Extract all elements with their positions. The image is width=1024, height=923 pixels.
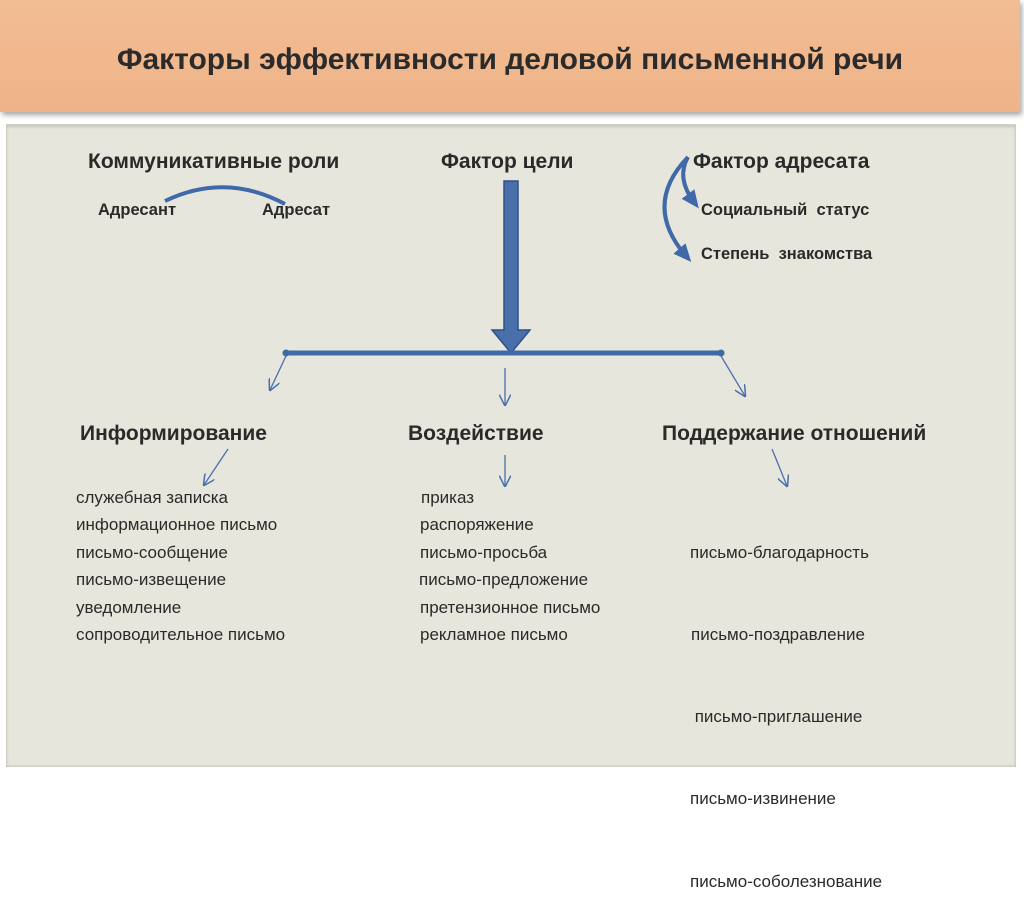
list-item: письмо-соболезнование (690, 871, 883, 891)
goal-label: Фактор цели (441, 150, 574, 173)
list-item: рекламное письмо (420, 625, 568, 645)
list-item: претензионное письмо (420, 597, 601, 617)
title-banner: Факторы эффективности деловой письменной… (0, 0, 1020, 112)
roles-label: Коммуникативные роли (88, 150, 340, 173)
arrow-to-informing (270, 355, 287, 390)
addressee-arc-long (662, 155, 692, 263)
arrow-to-relations (720, 355, 745, 396)
heading-relations: Поддержание отношений (662, 422, 927, 445)
arrow-to-relations-list (771, 448, 787, 486)
list-item: приказ (421, 488, 475, 507)
list-item: письмо-поздравление (691, 625, 865, 645)
diagram-arrows (164, 155, 1024, 767)
list-item: письмо-сообщение (76, 542, 228, 562)
heading-influence: Воздействие (408, 422, 544, 445)
list-item: уведомление (76, 597, 182, 617)
list-item: письмо-извинение (690, 789, 836, 809)
arrow-to-informing-list (204, 448, 229, 485)
list-item: служебная записка (76, 488, 228, 507)
list-item: распоряжение (420, 515, 534, 535)
relations-list: письмо-благодарность письмо-поздравление… (690, 484, 882, 923)
list-item: сопроводительное письмо (76, 625, 286, 645)
familiarity-label: Степень знакомства (701, 245, 873, 263)
roles-connector-arc (164, 185, 286, 206)
list-item: информационное письмо (76, 515, 278, 535)
list-item: письмо-просьба (420, 542, 548, 562)
list-item: письмо-предложение (419, 570, 589, 590)
informing-list: служебная записка информационное письмо … (76, 484, 285, 648)
addressee-label: Фактор адресата (693, 150, 870, 173)
list-item: письмо-извещение (76, 570, 227, 590)
influence-list: приказ распоряжение письмо-просьба письм… (419, 484, 600, 648)
list-item: письмо-благодарность (690, 542, 869, 562)
social-status-label: Социальный статус (701, 201, 870, 219)
sender-label: Адресант (98, 201, 177, 219)
heading-informing: Информирование (80, 422, 267, 445)
recipient-label: Адресат (262, 201, 331, 219)
goal-down-arrow (490, 180, 532, 355)
list-item: письмо-приглашение (690, 707, 863, 727)
slide-title: Факторы эффективности деловой письменной… (116, 43, 904, 76)
